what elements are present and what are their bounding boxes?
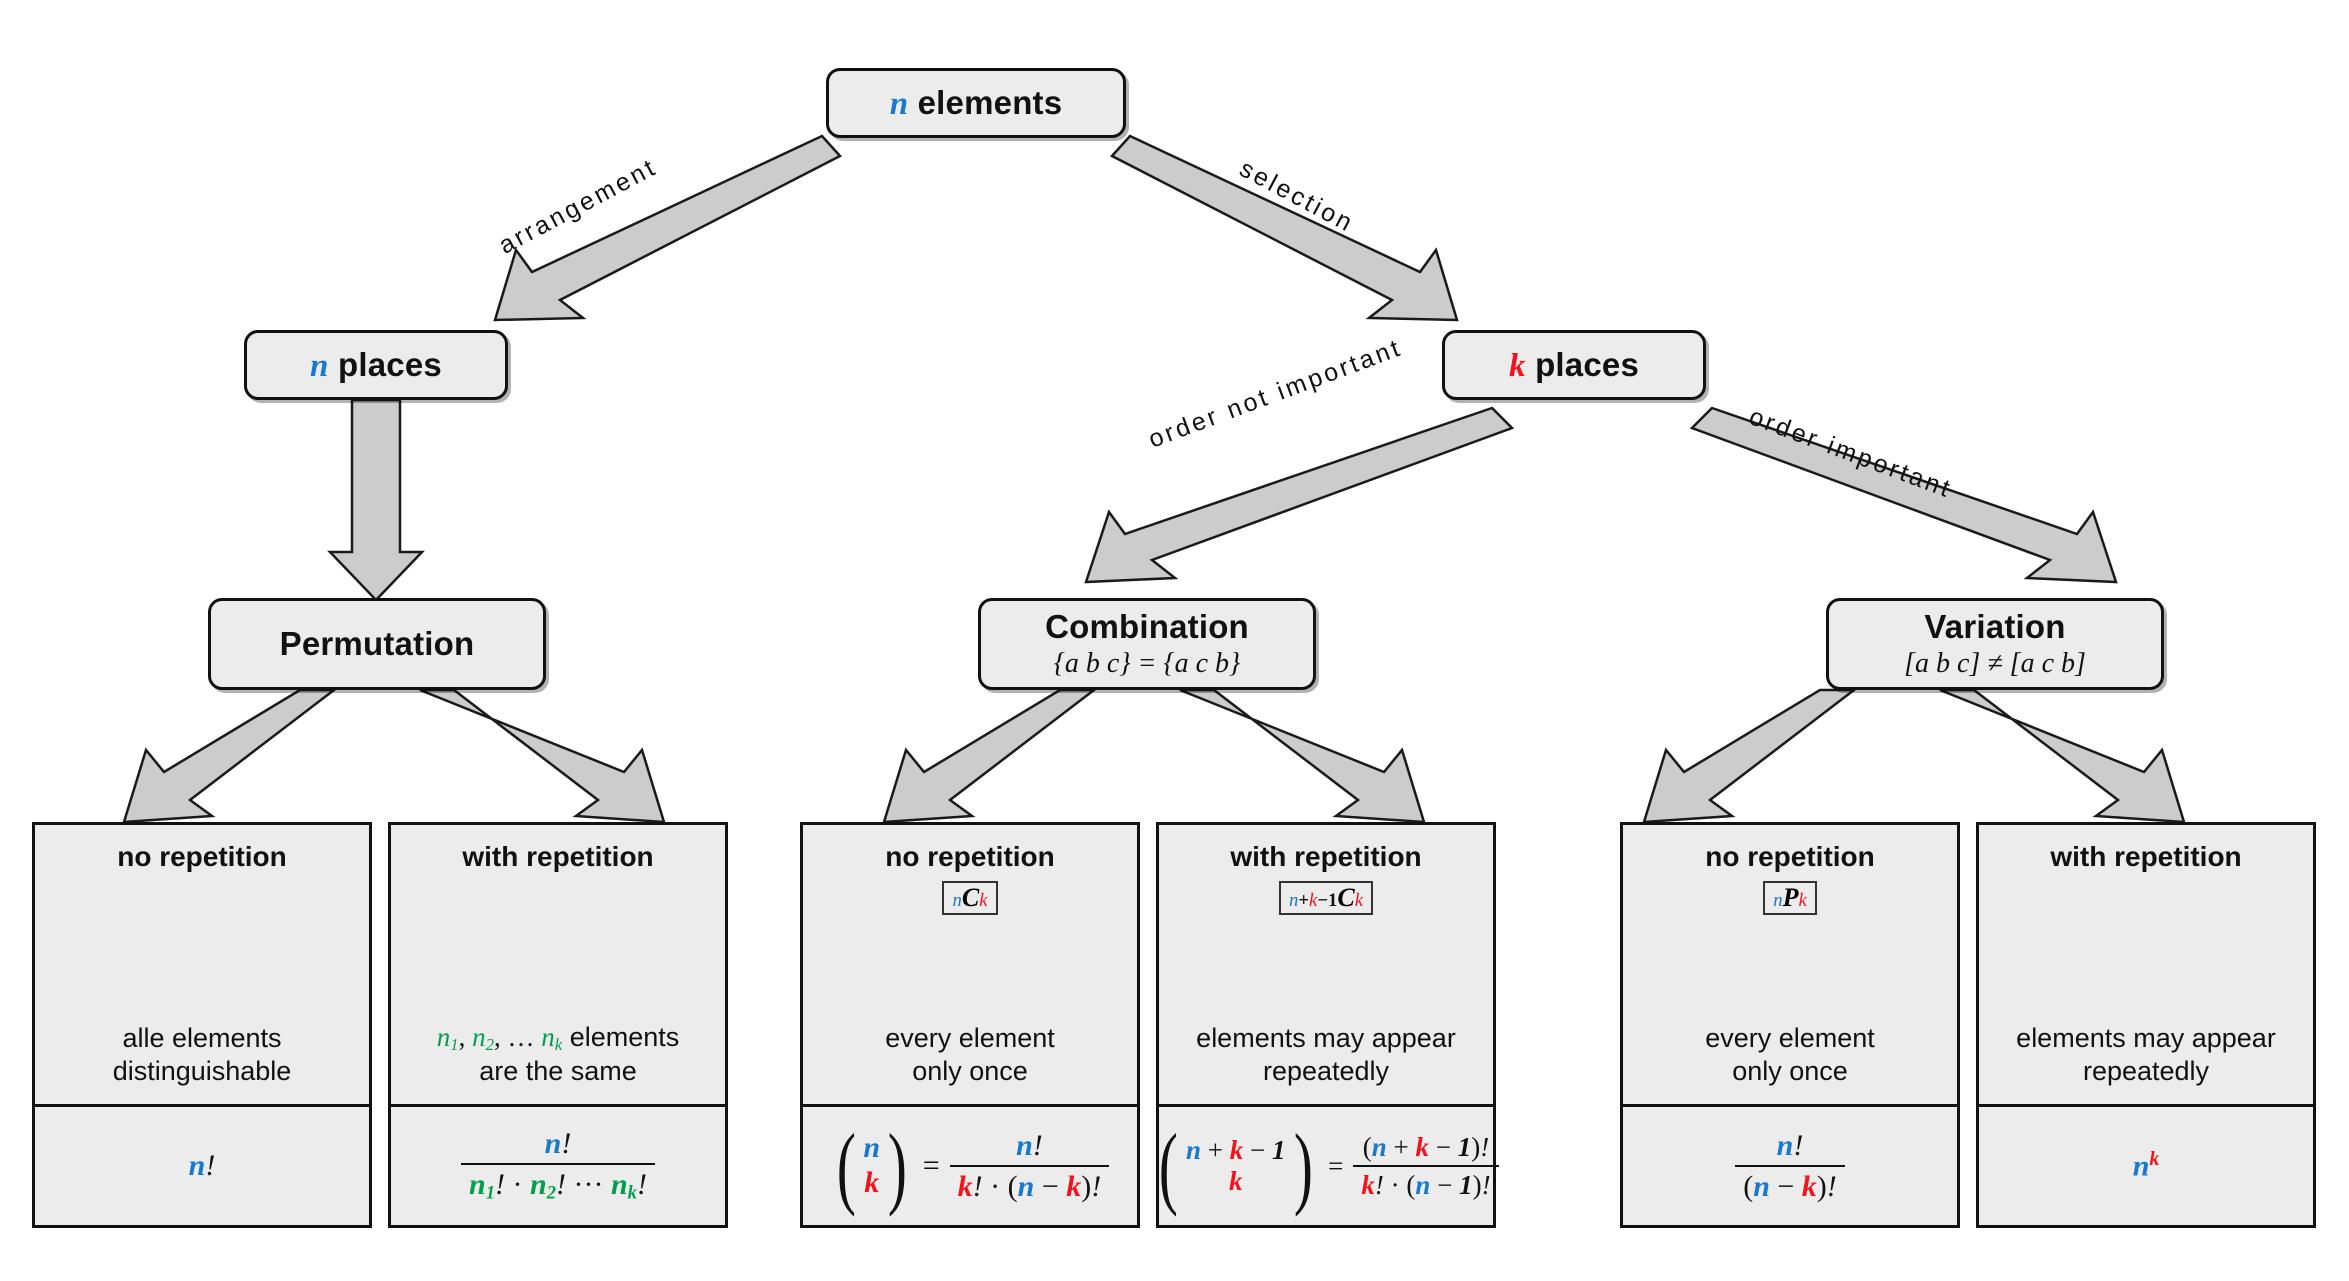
- leaf-perm-with-rep-desc: n1, n2, … nk elements are the same: [391, 1021, 725, 1088]
- leaf-comb-with-rep-upper: with repetition n+k−1Ck elements may app…: [1159, 825, 1493, 1104]
- edge-variation-to-var-with-rep: [1939, 688, 2186, 824]
- node-root-n-elements[interactable]: n elements: [826, 68, 1126, 138]
- leaf-perm-no-rep[interactable]: no repetition alle elements distinguisha…: [32, 822, 372, 1228]
- leaf-var-with-rep-title: with repetition: [2050, 841, 2242, 872]
- leaf-perm-with-rep-formula: n! n1! · n2! ··· nk!: [391, 1104, 725, 1225]
- leaf-comb-with-rep-desc: elements may appear repeatedly: [1159, 1022, 1493, 1088]
- desc-line: repeatedly: [1262, 1056, 1390, 1087]
- edge-label-order-important: order important: [1745, 402, 1957, 504]
- root-label: elements: [917, 83, 1063, 121]
- node-combination[interactable]: Combination {a b c} = {a c b}: [978, 598, 1316, 690]
- k-places-label: places: [1535, 345, 1640, 383]
- edge-combination-to-comb-with-rep: [1179, 688, 1426, 824]
- leaf-comb-no-rep-formula: ( n k ) = n! k! · (n − k)!: [803, 1104, 1137, 1225]
- edge-k-places-to-variation: [1689, 406, 2118, 584]
- node-variation-title: Variation: [1924, 608, 2066, 645]
- leaf-comb-with-rep-formula: ( n + k − 1 k ) = (n + k − 1)! k! · (n −…: [1159, 1104, 1499, 1225]
- node-n-places-title: n places: [310, 346, 442, 385]
- leaf-var-with-rep[interactable]: with repetition elements may appear repe…: [1976, 822, 2316, 1228]
- leaf-perm-with-rep-title: with repetition: [462, 841, 654, 872]
- leaf-perm-no-rep-upper: no repetition alle elements distinguisha…: [35, 825, 369, 1104]
- n-places-label: places: [337, 345, 442, 383]
- leaf-comb-no-rep-title: no repetition: [885, 841, 1055, 872]
- node-permutation[interactable]: Permutation: [208, 598, 546, 690]
- edge-permutation-to-perm-with-rep: [419, 688, 666, 824]
- desc-line: elements may appear: [1196, 1023, 1456, 1054]
- edge-label-order-not-important: order not important: [1144, 333, 1406, 454]
- edge-combination-to-comb-no-rep: [882, 688, 1098, 824]
- leaf-perm-with-rep-upper: with repetition n1, n2, … nk elements ar…: [391, 825, 725, 1104]
- leaf-var-no-rep-upper: no repetition nPk every element only onc…: [1623, 825, 1957, 1104]
- node-n-places[interactable]: n places: [244, 330, 508, 400]
- desc-line-math: n1, n2, … nk elements: [436, 1021, 680, 1054]
- desc-line: alle elements: [122, 1023, 282, 1054]
- leaf-comb-with-rep-title: with repetition: [1230, 841, 1422, 872]
- leaf-var-with-rep-upper: with repetition elements may appear repe…: [1979, 825, 2313, 1104]
- node-root-title: n elements: [890, 84, 1063, 123]
- edge-variation-to-var-no-rep: [1642, 688, 1858, 824]
- leaf-comb-no-rep-desc: every element only once: [803, 1022, 1137, 1088]
- node-k-places-title: k places: [1509, 346, 1639, 385]
- node-k-places[interactable]: k places: [1442, 330, 1706, 400]
- edge-n-places-to-permutation: [327, 398, 425, 602]
- node-combination-subtitle: {a b c} = {a c b}: [1053, 648, 1241, 679]
- leaf-comb-no-rep-upper: no repetition nCk every element only onc…: [803, 825, 1137, 1104]
- leaf-var-with-rep-formula: nk: [1979, 1104, 2313, 1225]
- leaf-comb-no-rep-notation: nCk: [942, 881, 998, 916]
- desc-line: distinguishable: [112, 1056, 292, 1087]
- node-variation-subtitle: [a b c] ≠ [a c b]: [1904, 648, 2086, 679]
- leaf-var-no-rep-formula: n! (n − k)!: [1623, 1104, 1957, 1225]
- desc-line: elements may appear: [2016, 1023, 2276, 1054]
- desc-line: repeatedly: [2082, 1056, 2210, 1087]
- leaf-perm-no-rep-desc: alle elements distinguishable: [35, 1022, 369, 1088]
- node-permutation-title: Permutation: [279, 625, 475, 662]
- leaf-perm-with-rep[interactable]: with repetition n1, n2, … nk elements ar…: [388, 822, 728, 1228]
- desc-line: every element: [885, 1023, 1055, 1054]
- leaf-comb-with-rep-notation: n+k−1Ck: [1278, 881, 1373, 916]
- root-variable: n: [889, 85, 909, 122]
- leaf-var-no-rep-notation: nPk: [1763, 881, 1817, 916]
- edge-label-arrangement: arrangement: [494, 152, 662, 260]
- leaf-var-with-rep-desc: elements may appear repeatedly: [1979, 1022, 2313, 1088]
- leaf-var-no-rep[interactable]: no repetition nPk every element only onc…: [1620, 822, 1960, 1228]
- desc-line: are the same: [479, 1056, 637, 1087]
- leaf-perm-no-rep-formula: n!: [35, 1104, 369, 1225]
- edge-label-selection: selection: [1234, 154, 1360, 239]
- edge-root-to-k-places: [1109, 134, 1459, 322]
- desc-word: elements: [569, 1021, 680, 1052]
- node-variation[interactable]: Variation [a b c] ≠ [a c b]: [1826, 598, 2164, 690]
- desc-line: only once: [1732, 1056, 1848, 1087]
- leaf-var-no-rep-desc: every element only once: [1623, 1022, 1957, 1088]
- edge-permutation-to-perm-no-rep: [122, 688, 338, 824]
- desc-line: every element: [1705, 1023, 1875, 1054]
- leaf-perm-no-rep-title: no repetition: [117, 841, 287, 872]
- n-places-variable: n: [310, 347, 329, 384]
- leaf-comb-no-rep[interactable]: no repetition nCk every element only onc…: [800, 822, 1140, 1228]
- leaf-var-no-rep-title: no repetition: [1705, 841, 1875, 872]
- node-combination-title: Combination: [1045, 608, 1249, 645]
- k-places-variable: k: [1508, 347, 1526, 384]
- leaf-comb-with-rep[interactable]: with repetition n+k−1Ck elements may app…: [1156, 822, 1499, 1228]
- desc-line: only once: [912, 1056, 1028, 1087]
